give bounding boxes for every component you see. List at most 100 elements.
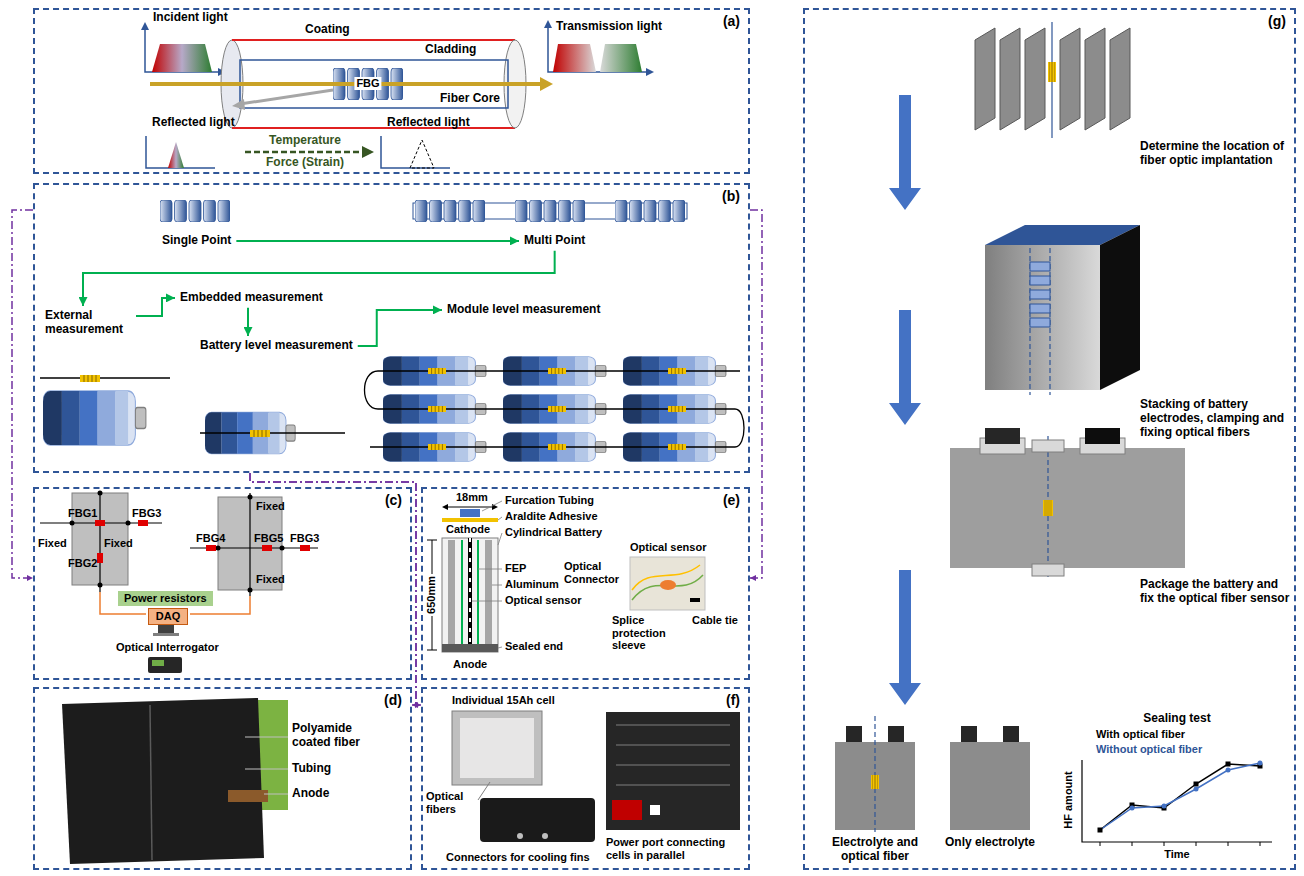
cell-stack-front [985,245,1100,390]
panel-label: (c) [385,492,402,508]
cell-tab [985,428,1020,444]
connector-group [12,210,762,705]
fiber-illustration [141,20,654,168]
data-marker [1194,787,1199,792]
module-photo [606,712,740,830]
part-label: Sealed end [505,640,563,653]
part-label: Fixed [256,500,285,513]
part-label: Connectors for cooling fins [446,851,590,864]
stage-label: External measurement [43,308,133,338]
cell-stack-side [1100,225,1140,390]
packaged-cell [950,448,1185,568]
stage-label: Single Point [160,233,233,249]
electrode-plate [1085,28,1105,130]
reflected-head [232,99,245,110]
fbg-mark [138,520,148,526]
panel-frame: (d) [33,687,412,870]
part-label: Optical fibers [426,790,476,815]
node-text: Module level measurement [447,303,600,317]
panel-label: (f) [726,692,740,708]
fbg-segment [1030,276,1050,285]
transmission-spectrum [600,44,642,72]
node-text: Multi Point [524,234,585,248]
stage-label: Embedded measurement [178,290,325,306]
module-photos [452,711,740,842]
panel-label: (d) [384,692,402,708]
fbg-segment [1030,304,1050,313]
part-label: Only electrolyte [945,836,1035,850]
fiber-cable [632,575,703,600]
fbg-mark [1048,62,1056,82]
part-label: Optical sensor [505,594,581,607]
stage-label: Battery level measurement [198,338,355,354]
part-label: Force (Strain) [266,156,344,170]
sensor-photo [630,557,705,610]
cell-tab [888,726,904,742]
power-port [612,800,642,820]
fbg-mark [548,444,566,450]
fbg-segment [1030,262,1050,271]
with-fiber-series [1100,764,1260,830]
data-marker [1226,768,1231,773]
chart-axis [1082,760,1272,842]
fixed-point [98,491,103,496]
connector [542,833,548,839]
fbg-mark [250,430,270,437]
node-text: External measurement [45,309,131,337]
fiber-line [40,377,170,379]
part-label: Anode [292,787,329,801]
shift-head [362,146,374,158]
node-text: DAQ [155,610,181,623]
tray-photo [480,798,595,842]
part-label: Tubing [292,762,331,776]
part-label: Cable tie [692,614,738,627]
part-label: FBG5 [254,532,283,545]
part-label: Transmission light [556,20,662,34]
panel-label: (g) [1268,13,1286,29]
part-label: FBG3 [290,532,319,545]
part-label: Electrolyte and optical fiber [825,836,925,864]
part-label: Fixed [256,573,285,586]
test-cell [950,742,1030,830]
optical-sensor [469,538,471,646]
fbg-mark [95,520,105,526]
fiber-seal [1032,440,1064,452]
dimension-head [442,504,448,510]
shift-arrow [245,151,362,154]
adhesive-layer [442,518,498,522]
panel-link [250,473,416,705]
part-label: Fixed [38,537,67,550]
part-label: Package the battery and fix the optical … [1140,578,1290,606]
fixed-point [280,546,285,551]
part-label: Reflected light [387,116,470,130]
fbg-mark [262,545,272,551]
part-label: Reflected light [152,116,235,130]
part-label: Fiber Core [440,92,500,106]
cell-tab [1003,726,1019,742]
fixed-point [98,583,103,588]
flow-arrow [236,240,519,242]
part-label: Determine the location of fiber optic im… [1140,140,1290,168]
panel-frame: (b)Single PointMulti PointExternal measu… [33,183,750,473]
cell-tab [1085,428,1120,444]
panel-label: (e) [723,492,740,508]
battery-cell [43,391,146,445]
cell-face [460,718,534,778]
part-label: Optical Interrogator [116,641,219,654]
aluminum-tube [485,540,492,644]
part-label: Coating [305,23,350,37]
axis-tick [1100,842,1260,846]
aluminum-tube [448,540,455,644]
panel-link [12,210,33,578]
fiber-line [200,432,345,434]
panel-link [250,473,421,705]
part-label: Cathode [446,523,490,536]
part-label: Furcation Tubing [505,494,594,507]
part-label: FBG2 [68,557,97,570]
node-text: Single Point [162,234,231,248]
dimension-line [444,507,496,508]
electrode-plate [975,28,995,130]
electrode-plate [1110,28,1130,130]
fbg-mark [97,553,103,563]
